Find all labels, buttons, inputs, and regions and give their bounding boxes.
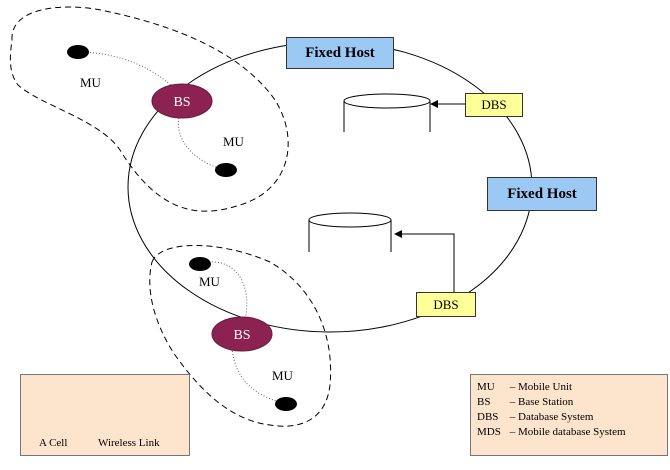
- legend-row-mds: MDS – Mobile database System: [477, 426, 626, 438]
- legend-abbr: BS: [477, 396, 491, 408]
- legend-abbr: DBS: [477, 411, 499, 423]
- mobile-unit-1: [67, 45, 89, 59]
- wireless-link-bs1-mu2: [177, 111, 219, 169]
- legend-meaning: – Base Station: [509, 396, 574, 408]
- legend-cell-label: A Cell: [39, 437, 68, 449]
- dbs-lower-label: DBS: [433, 296, 459, 312]
- fixed-host-top: Fixed Host: [286, 37, 394, 69]
- mobile-unit-2: [215, 163, 237, 177]
- legend-abbr: MDS: [477, 426, 501, 438]
- base-station-lower: [211, 316, 273, 352]
- arrowhead-dbs1: [430, 100, 438, 108]
- mu-label-4: MU: [272, 368, 294, 383]
- legend-meaning: – Mobile Unit: [509, 381, 573, 393]
- dbs-box-lower: DBS: [416, 292, 476, 317]
- mobile-unit-3: [189, 257, 211, 271]
- fixed-host-right: Fixed Host: [487, 177, 597, 211]
- cell-boundary-lower: [149, 245, 332, 427]
- fixed-host-top-label: Fixed Host: [305, 44, 375, 61]
- legend-symbols: A Cell Wireless Link: [20, 374, 190, 456]
- legend-meaning: – Mobile database System: [509, 426, 626, 438]
- mu-label-1: MU: [80, 75, 102, 90]
- base-station-lower-label: BS: [233, 328, 250, 343]
- wireless-link-bs2-mu4: [231, 347, 281, 403]
- arrowhead-dbs2: [394, 230, 402, 238]
- wireless-link-mu1-bs1: [77, 51, 181, 96]
- base-station-upper-label: BS: [173, 95, 190, 110]
- legend-meaning: – Database System: [509, 411, 594, 423]
- dbs-box-upper: DBS: [465, 93, 523, 117]
- database-cylinder-upper: [343, 93, 431, 132]
- wireless-link-mu3-bs2: [199, 261, 248, 321]
- base-station-upper: [151, 83, 213, 119]
- legend-row-bs: BS – Base Station: [477, 396, 573, 408]
- legend-abbreviations: MU – Mobile Unit BS – Base Station DBS –…: [470, 374, 668, 456]
- legend-row-dbs: DBS – Database System: [477, 411, 593, 423]
- mobile-unit-4: [275, 397, 297, 411]
- dbs-upper-label: DBS: [481, 97, 507, 112]
- legend-wireless-label: Wireless Link: [98, 437, 160, 449]
- mu-label-3: MU: [199, 274, 221, 289]
- cell-boundary-upper: [9, 6, 289, 212]
- legend-abbr: MU: [477, 381, 495, 393]
- mu-label-2: MU: [223, 134, 245, 149]
- arrow-dbs2-to-db: [399, 233, 455, 292]
- legend-row-mu: MU – Mobile Unit: [477, 381, 572, 393]
- fixed-host-right-label: Fixed Host: [507, 185, 577, 202]
- database-cylinder-lower: [308, 212, 392, 252]
